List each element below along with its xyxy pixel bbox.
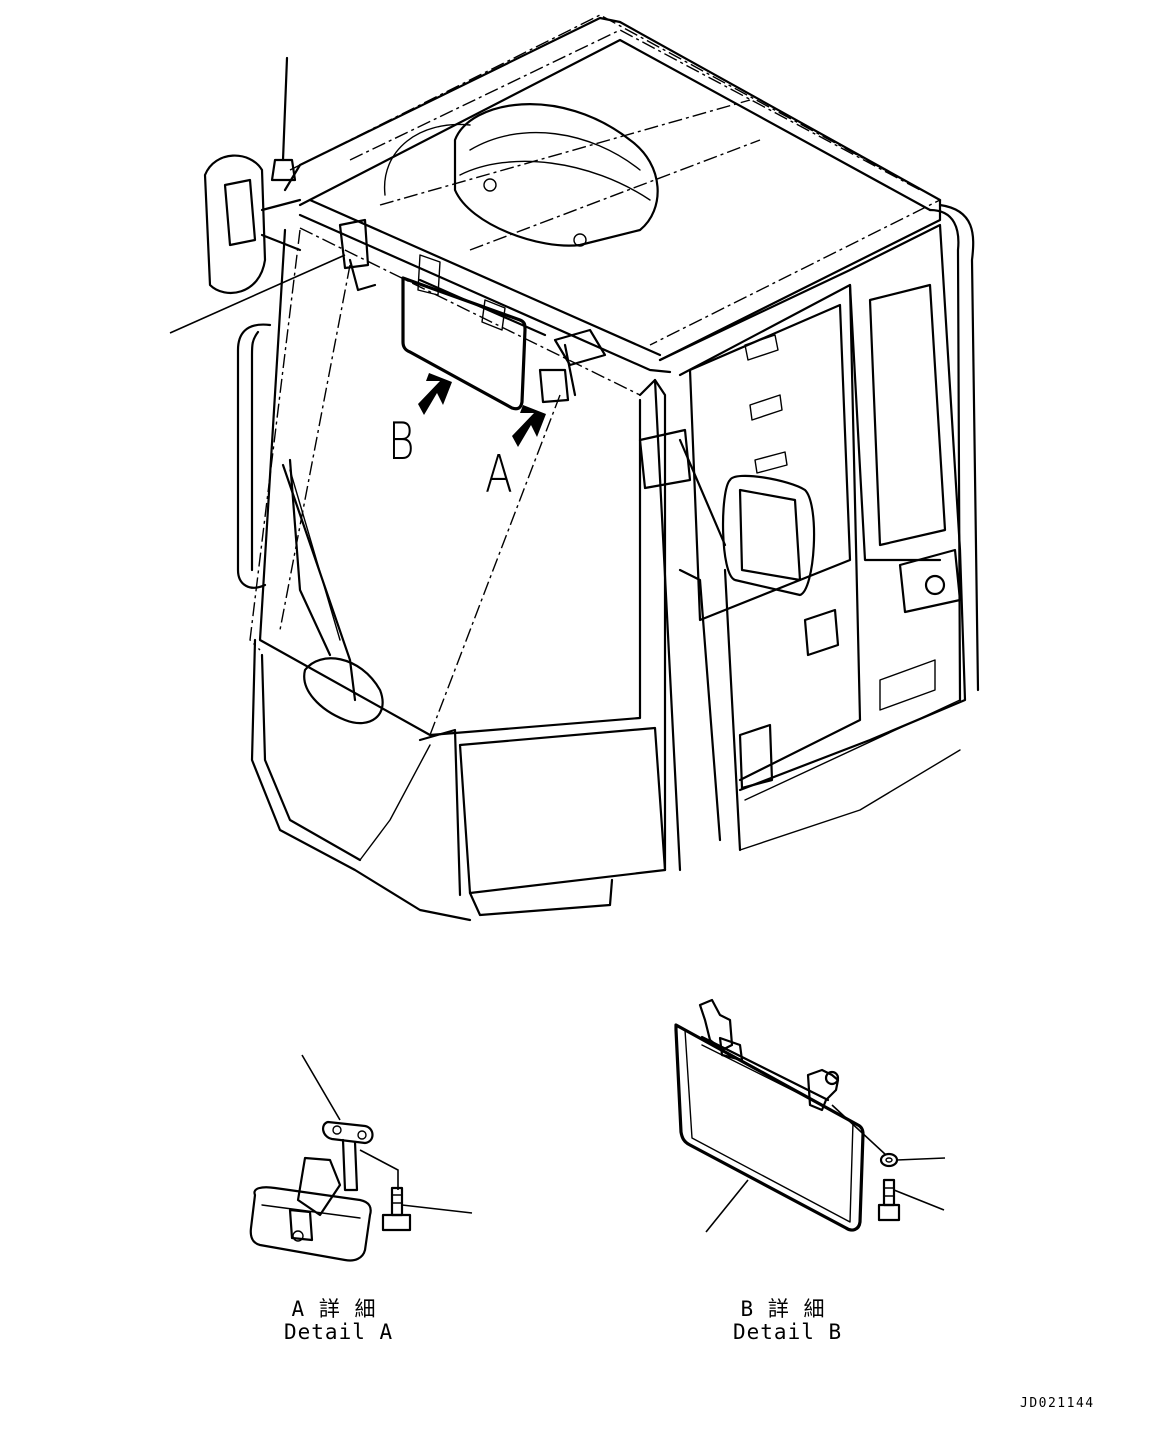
detail-a-drawing: [249, 1054, 473, 1262]
cab-assembly: [203, 14, 980, 922]
view-a-label: A: [485, 445, 513, 505]
leader-line: [169, 254, 346, 334]
view-arrow-icon: [512, 405, 546, 447]
detail-b-caption-en: Detail B: [733, 1320, 843, 1344]
view-b-label: B: [388, 412, 415, 472]
detail-a-caption-en: Detail A: [284, 1320, 394, 1344]
detail-b-drawing: [674, 998, 946, 1233]
detail-b-caption-jp: B 詳 細: [740, 1297, 826, 1321]
drawing-code: JD021144: [1020, 1396, 1095, 1411]
view-arrow-icon: [418, 373, 452, 415]
detail-a-caption-jp: A 詳 細: [291, 1297, 377, 1321]
